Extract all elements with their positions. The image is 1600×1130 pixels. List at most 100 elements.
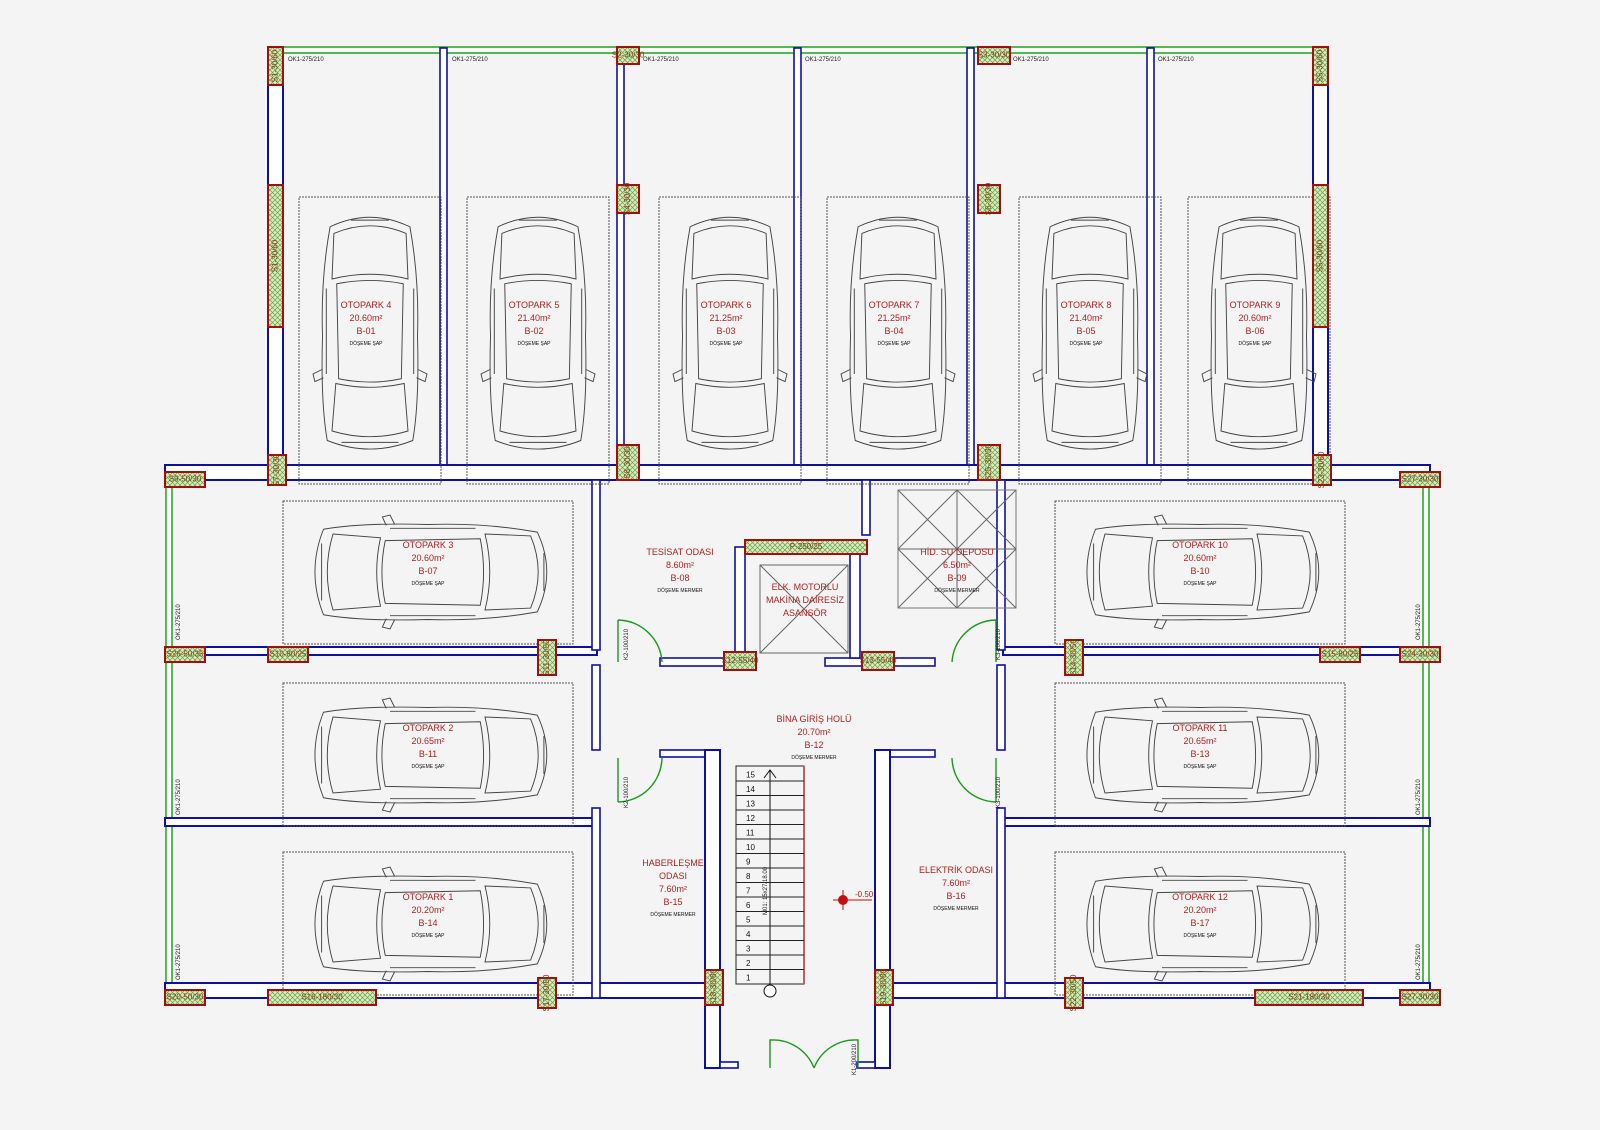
- parking-bay-outline: [658, 196, 802, 485]
- column: S5-30/60: [1312, 46, 1329, 86]
- parking-floor: DÖŞEME ŞAP: [709, 340, 743, 347]
- parking-bay-outline: [1054, 500, 1346, 645]
- column: S26-50/35: [164, 646, 206, 663]
- stair-start-icon: [763, 984, 777, 998]
- parking-area: 21.25m²: [709, 313, 742, 323]
- stair-step-number: 2: [746, 959, 751, 968]
- wall: [734, 546, 746, 659]
- column-label: S21-180/30: [1288, 993, 1330, 1002]
- parking-area: 20.20m²: [411, 905, 444, 915]
- window-tag: OK1-275/210: [176, 779, 182, 815]
- wall: [849, 546, 861, 659]
- column-label: S18-30/80: [709, 968, 718, 1005]
- column: S27-30/30: [1399, 471, 1441, 488]
- parking-area: 20.60m²: [1183, 553, 1216, 563]
- door-tag: K2-100/210: [624, 776, 630, 808]
- room-code: B-08: [670, 573, 689, 583]
- parking-area: 20.20m²: [1183, 905, 1216, 915]
- room-name: HİD. SU DEPOSU: [920, 547, 994, 557]
- parking-bay-outline: [1054, 682, 1346, 827]
- room-code: B-15: [663, 897, 682, 907]
- window-tag: OK1-275/210: [176, 604, 182, 640]
- room-name: ODASI: [659, 871, 687, 881]
- room-code: B-12: [804, 740, 823, 750]
- room-name: TESİSAT ODASI: [646, 547, 713, 557]
- parking-name: OTOPARK 3: [403, 540, 454, 550]
- parking-name: OTOPARK 12: [1172, 892, 1228, 902]
- door-tag: K3-100/210: [996, 628, 1002, 660]
- wall: [591, 807, 601, 999]
- column-label: S3-30/30: [978, 51, 1011, 60]
- window-tag: OK1-275/210: [1013, 57, 1049, 63]
- parking-code: B-07: [418, 566, 437, 576]
- parking-area: 21.40m²: [1069, 313, 1102, 323]
- room-floor: DÖŞEME MERMER: [650, 911, 696, 918]
- column: S21-180/30: [1254, 989, 1364, 1006]
- wall: [996, 664, 1006, 751]
- wall: [719, 1061, 739, 1069]
- parking-bay-outline: [282, 851, 574, 996]
- room-floor: DÖŞEME MERMER: [791, 754, 837, 761]
- parking-bay-outline: [298, 196, 442, 485]
- column-label: S27-30/30: [1402, 993, 1439, 1002]
- column-label: S5-30/60: [1316, 239, 1325, 272]
- column: S14-30/50: [1064, 638, 1084, 676]
- window-tag: OK1-275/210: [452, 57, 488, 63]
- top-garage-block: OK1-275/210 OK1-275/210 OK1-275/210 OK1-…: [164, 46, 1431, 481]
- room-floor: DÖŞEME MERMER: [657, 587, 703, 594]
- room-area: 20.70m²: [797, 727, 830, 737]
- column-label: S27-30/30: [1402, 475, 1439, 484]
- parking-name: OTOPARK 7: [869, 300, 920, 310]
- column: S17-30/50: [537, 974, 557, 1011]
- column-label: S6-30/30: [984, 182, 993, 215]
- stair-step-number: 7: [746, 887, 751, 896]
- doors: K2-100/210 K3-100/210 K2-100/210 K3-100/…: [617, 619, 1002, 1075]
- wall: [874, 749, 891, 1069]
- column: S23-30/60: [1312, 451, 1332, 488]
- column-label: S11-30/50: [542, 639, 551, 676]
- parking-code: B-10: [1190, 566, 1209, 576]
- column: S6-30/30: [977, 182, 1001, 215]
- wall: [793, 47, 802, 469]
- column: P-250/25: [744, 539, 868, 555]
- column: S11-30/50: [537, 639, 557, 676]
- stair-step-number: 3: [746, 945, 751, 954]
- door-tag: K2-100/210: [624, 628, 630, 660]
- column: S5-30/60: [1312, 184, 1329, 328]
- column-label: S15-80/25: [1322, 650, 1359, 659]
- parking-code: B-14: [418, 918, 437, 928]
- parking-floor: DÖŞEME ŞAP: [517, 340, 551, 347]
- column-label: S26-50/35: [167, 650, 204, 659]
- column: S3-30/30: [977, 46, 1011, 65]
- column-label: S19-30/80: [879, 968, 888, 1005]
- stair-step-number: 12: [746, 814, 755, 823]
- parking-code: B-04: [884, 326, 903, 336]
- stair-step-number: 15: [746, 771, 755, 780]
- stair-step-number: 4: [746, 930, 751, 939]
- level-value: -0.50: [855, 890, 874, 899]
- elevator-shaft: ELK. MOTORLU MAKİNA DAİRESİZ ASANSÖR: [759, 564, 849, 654]
- parking-floor: DÖŞEME ŞAP: [1183, 580, 1217, 587]
- column-label: S13-55/40: [860, 656, 897, 665]
- window-tag: OK1-275/210: [1416, 779, 1422, 815]
- elevator-box: [759, 564, 849, 654]
- column-label: S2-30/30: [612, 51, 645, 60]
- column: S24-30/30: [1399, 646, 1441, 663]
- column: S7-30/30: [267, 453, 287, 486]
- right-window-strip: [1422, 479, 1430, 986]
- wall: [704, 749, 721, 1069]
- column-label: S1-30/60: [271, 49, 280, 82]
- parking-code: B-06: [1245, 326, 1264, 336]
- wall: [1002, 817, 1431, 827]
- parking-floor: DÖŞEME ŞAP: [1069, 340, 1103, 347]
- column: S19-30/80: [874, 968, 894, 1006]
- window-tag: OK1-275/210: [1416, 604, 1422, 640]
- wall: [164, 817, 598, 827]
- room-area: 7.60m²: [659, 884, 687, 894]
- column: S15-80/25: [1319, 646, 1361, 663]
- stair-step-number: 5: [746, 916, 751, 925]
